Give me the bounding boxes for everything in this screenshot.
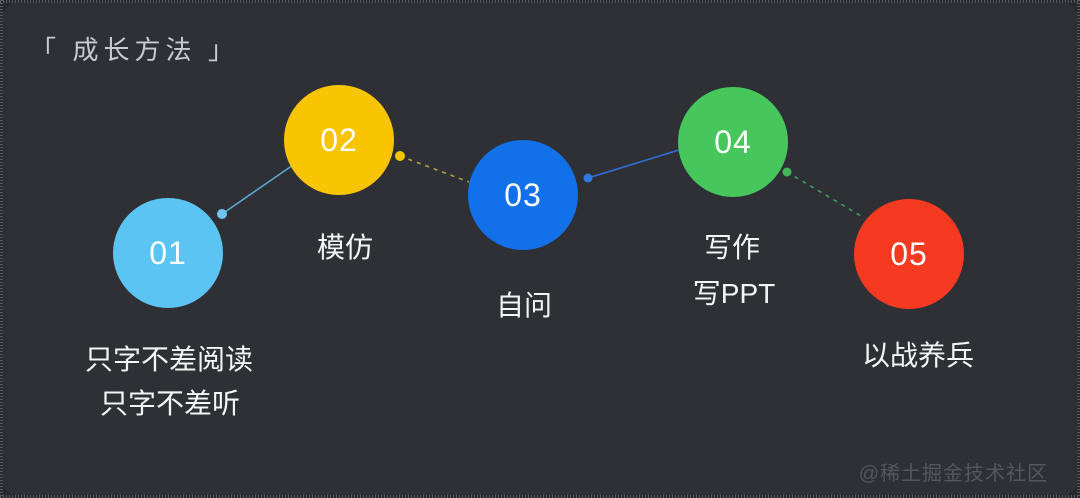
connector-line-03-04 xyxy=(587,149,680,179)
step-circle-03: 03 xyxy=(468,140,578,250)
connector-dot-02 xyxy=(395,151,405,161)
step-label-05: 以战养兵 xyxy=(861,340,975,371)
step-number-04: 04 xyxy=(714,123,752,160)
connector-dot-01 xyxy=(217,209,227,219)
connector-line-02-03 xyxy=(399,155,470,183)
step-label-04-line1: 写作 xyxy=(703,232,761,263)
step-number-01: 01 xyxy=(149,234,187,271)
watermark: @稀土掘金技术社区 xyxy=(858,463,1048,485)
step-label-01-line1: 只字不差阅读 xyxy=(84,344,254,375)
connector-line-04-05 xyxy=(786,171,862,217)
step-number-02: 02 xyxy=(320,121,358,158)
step-circle-05: 05 xyxy=(854,199,964,309)
step-circle-04: 04 xyxy=(678,87,788,197)
connector-dot-04 xyxy=(782,167,792,177)
step-label-02: 模仿 xyxy=(316,232,374,263)
step-number-05: 05 xyxy=(890,235,928,272)
page-title: 「 成长方法 」 xyxy=(30,36,240,65)
connector-line-01-02 xyxy=(221,162,297,215)
step-label-01-line2: 只字不差听 xyxy=(99,388,241,419)
connector-dot-03 xyxy=(583,173,593,183)
step-circle-01: 01 xyxy=(113,198,223,308)
step-label-03: 自问 xyxy=(495,290,553,321)
step-circle-02: 02 xyxy=(284,85,394,195)
step-number-03: 03 xyxy=(504,176,542,213)
step-label-04-line2: 写PPT xyxy=(692,278,776,309)
